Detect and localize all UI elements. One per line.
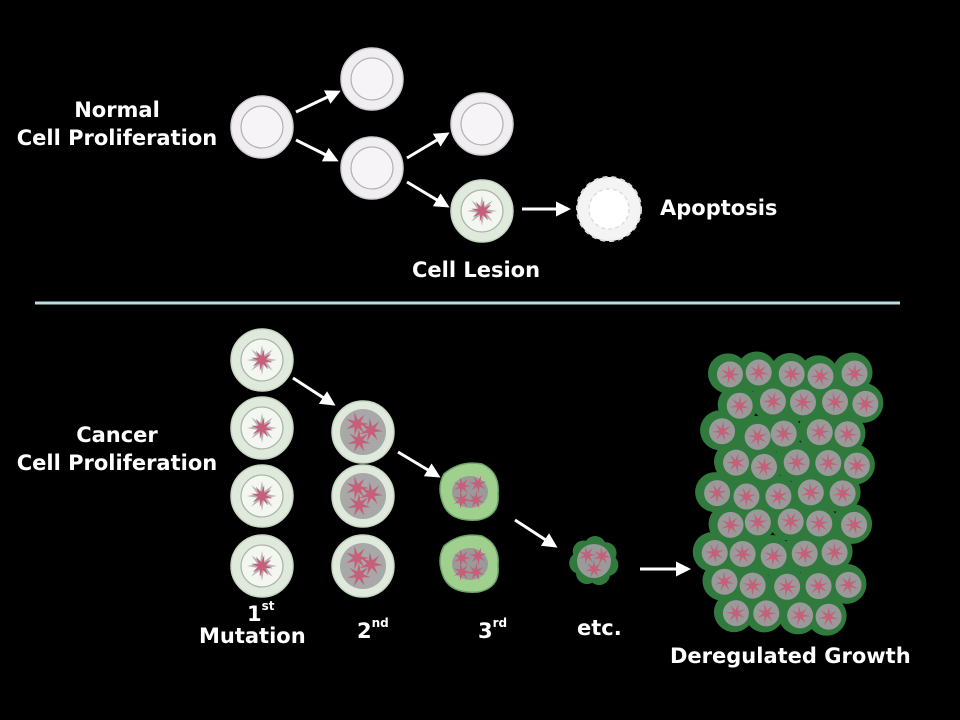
first-mutation-ordinal: 1st <box>247 595 275 628</box>
normal-cell <box>230 95 294 159</box>
apoptotic-cell <box>576 176 642 242</box>
third-mutation-ordinal: 3rd <box>478 612 507 645</box>
deregulated-growth-label: Deregulated Growth <box>670 644 911 668</box>
etc-label: etc. <box>577 616 622 640</box>
normal-cell <box>340 136 404 200</box>
second-number: 2 <box>357 619 372 643</box>
lesion-cell <box>450 179 514 243</box>
third-number: 3 <box>478 619 493 643</box>
normal-cell <box>450 92 514 156</box>
arrow <box>295 138 339 162</box>
second-suffix: nd <box>371 616 389 630</box>
arrow <box>397 450 441 478</box>
normal-cell <box>340 47 404 111</box>
cancer-title-line2: Cell Proliferation <box>16 451 218 475</box>
third-suffix: rd <box>492 616 508 630</box>
first-mutation-cell <box>230 464 294 528</box>
first-mutation-cell <box>230 534 294 598</box>
first-suffix: st <box>261 599 275 613</box>
cancer-title-line1: Cancer <box>76 423 158 447</box>
arrow <box>295 90 341 114</box>
second-mutation-ordinal: 2nd <box>357 612 389 645</box>
arrow <box>406 180 450 208</box>
second-mutation-cell <box>331 400 395 464</box>
apoptosis-label: Apoptosis <box>660 196 778 220</box>
arrow <box>292 376 336 406</box>
first-mutation-cell <box>230 328 294 392</box>
etc-cell <box>569 536 619 586</box>
first-mutation-cell <box>230 396 294 460</box>
second-mutation-cell <box>331 534 395 598</box>
third-mutation-cell <box>439 534 499 593</box>
mutation-label: Mutation <box>199 624 306 648</box>
first-number: 1 <box>247 602 262 626</box>
third-mutation-cell <box>439 462 499 521</box>
second-mutation-cell <box>331 464 395 528</box>
arrow <box>406 132 450 160</box>
tumor-mass <box>692 351 884 636</box>
normal-title-line2: Cell Proliferation <box>16 126 218 150</box>
cell-lesion-label: Cell Lesion <box>411 258 541 282</box>
arrow <box>514 518 558 548</box>
normal-title-line1: Normal <box>74 98 160 122</box>
